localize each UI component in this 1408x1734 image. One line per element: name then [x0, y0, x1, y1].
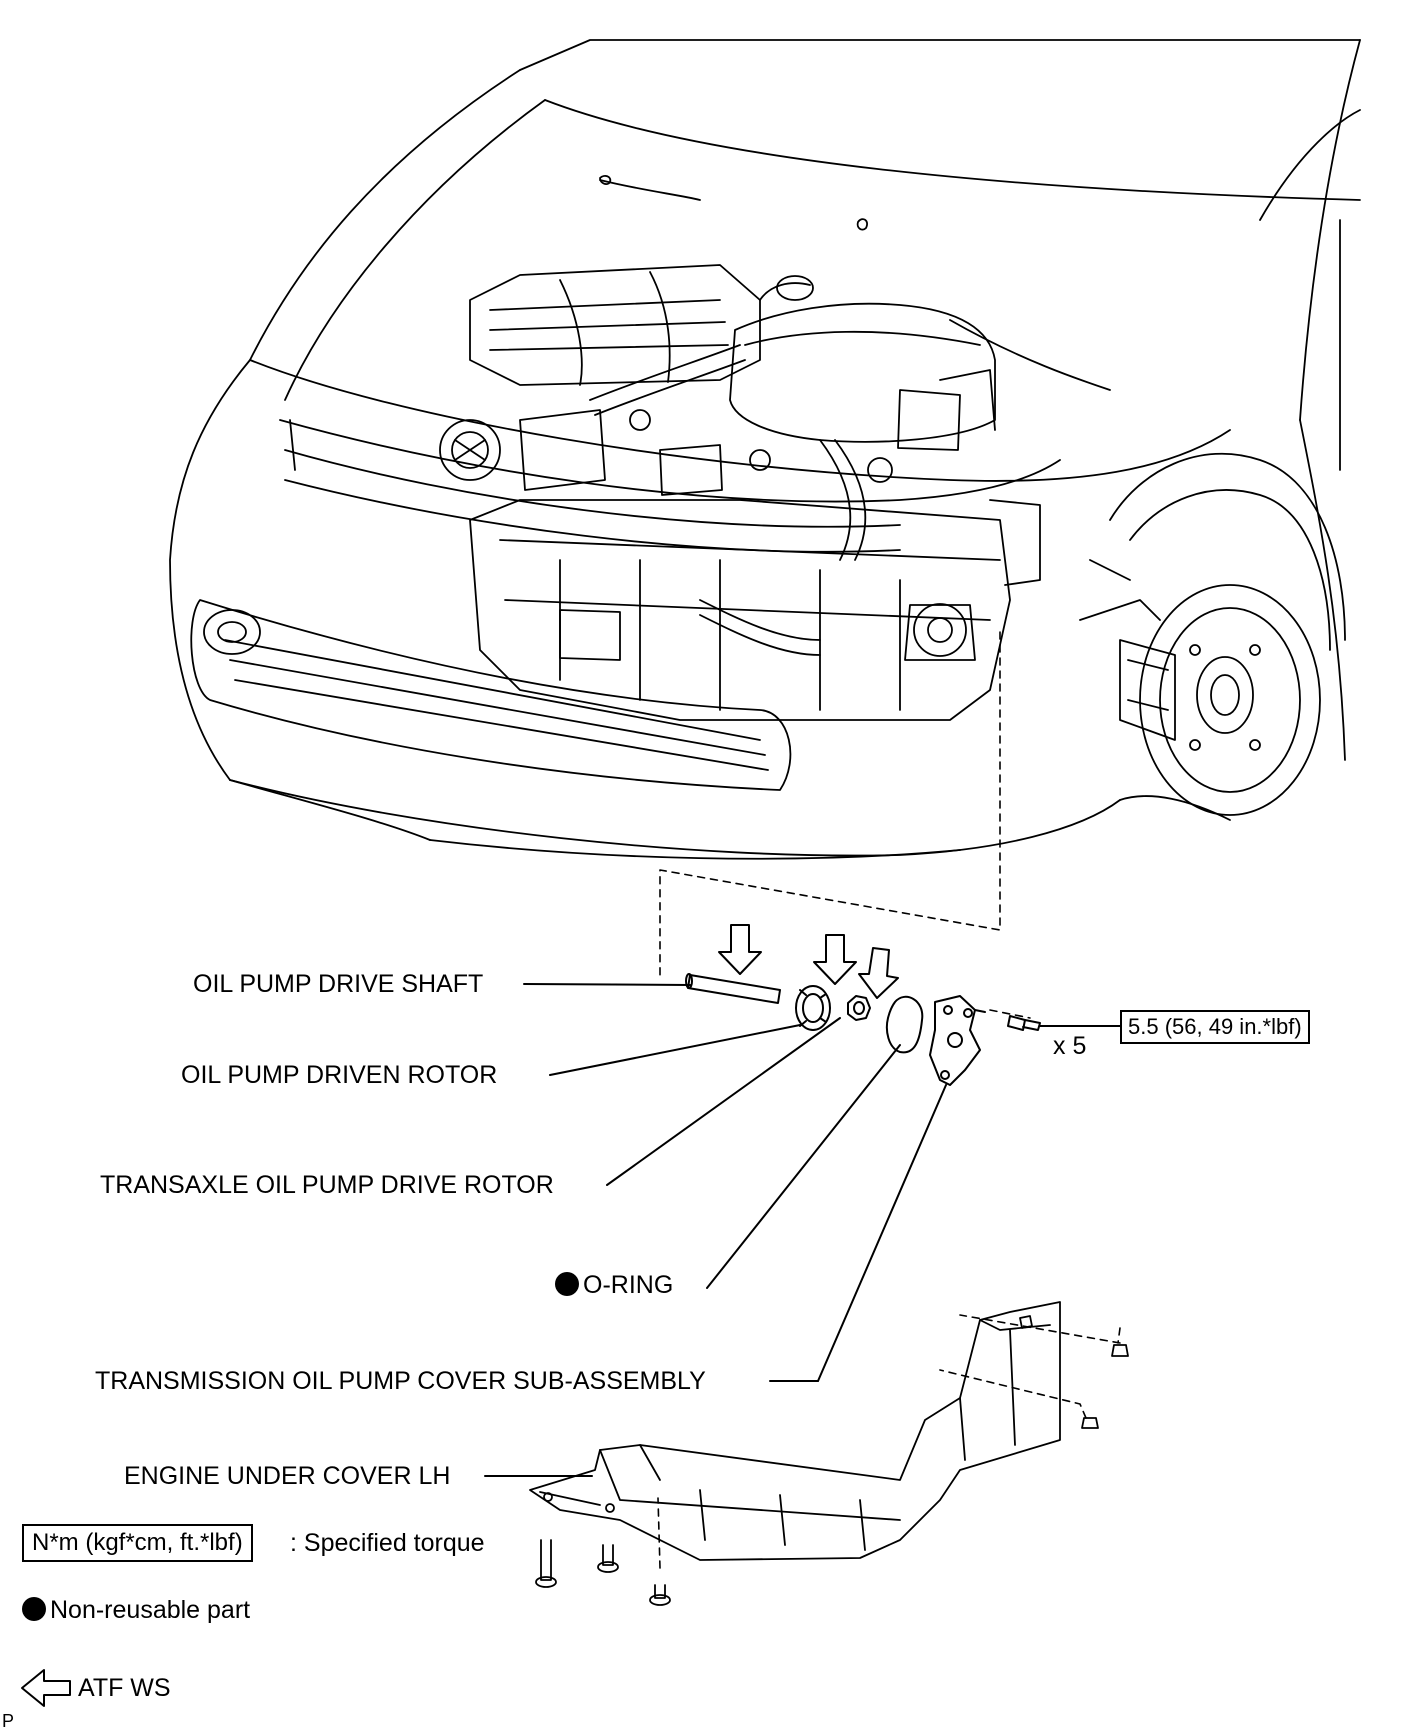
corner-mark: P — [2, 1711, 15, 1731]
torque-spec-box: 5.5 (56, 49 in.*lbf) — [1120, 1010, 1310, 1045]
label-oil-pump-drive-shaft: OIL PUMP DRIVE SHAFT — [193, 970, 484, 998]
non-reusable-dot-icon — [555, 1272, 579, 1297]
pump-cover-bolt — [1007, 1015, 1041, 1031]
vehicle-body-outline — [169, 39, 1361, 860]
engine-assembly — [439, 264, 1041, 721]
transmission-oil-pump-cover-part — [929, 995, 986, 1086]
atf-legend-arrow-icon — [21, 1669, 71, 1707]
dashed-guide-lines — [657, 631, 1121, 1569]
label-engine-under-cover-lh: ENGINE UNDER COVER LH — [124, 1462, 451, 1490]
o-ring-text: O-RING — [583, 1271, 674, 1299]
label-transmission-oil-pump-cover: TRANSMISSION OIL PUMP COVER SUB-ASSEMBLY — [95, 1367, 706, 1395]
front-wheel-hub — [1079, 559, 1321, 816]
legend-atf-ws: ATF WS — [78, 1674, 171, 1702]
under-cover-bolts — [535, 1344, 1129, 1606]
legend-non-reusable-text: Non-reusable part — [50, 1596, 251, 1624]
legend-torque-desc: : Specified torque — [290, 1529, 485, 1557]
oil-pump-drive-shaft — [685, 973, 781, 1004]
o-ring-part — [885, 995, 924, 1054]
label-o-ring: O-RING — [555, 1271, 674, 1299]
legend-dot-icon — [22, 1597, 46, 1622]
transaxle-oil-pump-drive-rotor — [847, 995, 871, 1021]
atf-arrows — [718, 924, 899, 999]
oil-pump-driven-rotor — [795, 985, 831, 1031]
bolt-count: x 5 — [1053, 1032, 1087, 1060]
engine-under-cover-lh-part — [529, 1301, 1061, 1561]
leader-lines — [484, 983, 1121, 1477]
label-transaxle-oil-pump-drive-rotor: TRANSAXLE OIL PUMP DRIVE ROTOR — [100, 1171, 554, 1199]
label-oil-pump-driven-rotor: OIL PUMP DRIVEN ROTOR — [181, 1061, 498, 1089]
legend-torque-unit-box: N*m (kgf*cm, ft.*lbf) — [22, 1524, 253, 1563]
legend-non-reusable: Non-reusable part — [22, 1596, 251, 1624]
